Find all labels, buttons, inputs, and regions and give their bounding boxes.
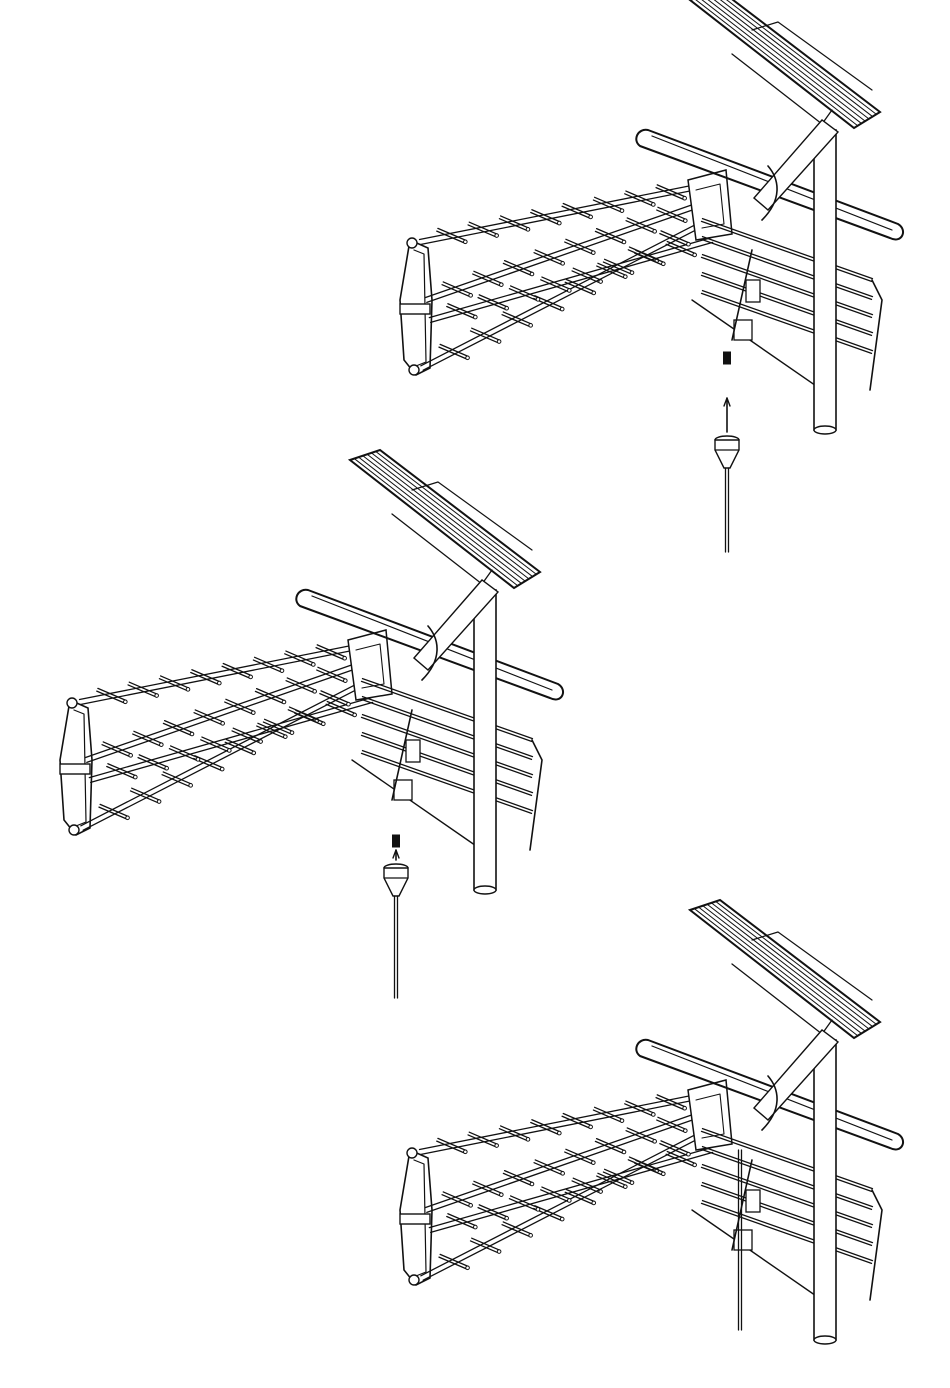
reflector-rods xyxy=(692,1129,882,1300)
mast-pole xyxy=(474,590,496,894)
f-fitting-nut xyxy=(393,835,400,847)
front-bracket xyxy=(400,1148,432,1285)
connector-body xyxy=(715,436,739,468)
reflector-panel xyxy=(690,900,880,1038)
front-bracket xyxy=(60,698,92,835)
front-bracket xyxy=(400,238,432,375)
coax-connector-step-2 xyxy=(384,835,408,998)
coax-connector-step-1 xyxy=(715,352,739,552)
antenna-step-2 xyxy=(60,450,563,894)
f-fitting-nut xyxy=(724,352,731,364)
reflector-panel xyxy=(350,450,540,588)
reflector-rods xyxy=(352,679,542,850)
antenna-step-3 xyxy=(400,900,903,1344)
mast-pole xyxy=(814,130,836,434)
director-elements xyxy=(97,645,357,820)
reflector-rods xyxy=(692,219,882,390)
connector-body xyxy=(384,864,408,896)
antenna-step-1 xyxy=(400,0,903,434)
reflector-panel xyxy=(690,0,880,128)
director-elements xyxy=(437,185,697,360)
mast-pole xyxy=(814,1040,836,1344)
director-elements xyxy=(437,1095,697,1270)
